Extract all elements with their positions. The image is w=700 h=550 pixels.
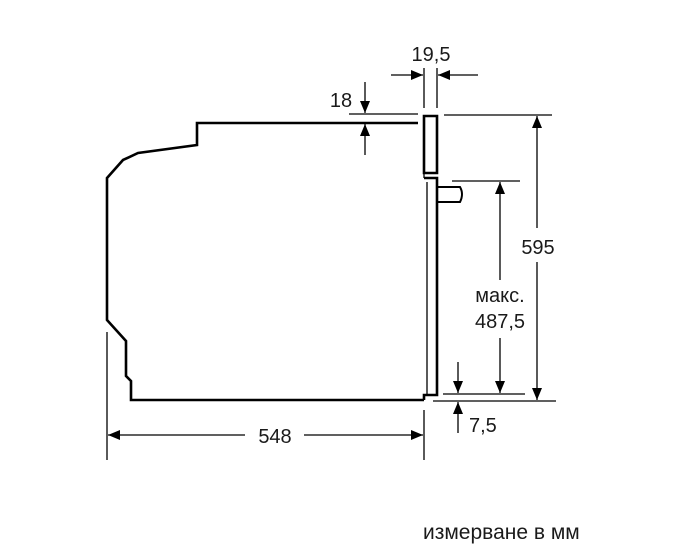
dim-19-5-label: 19,5	[412, 44, 451, 66]
dim-18-label: 18	[330, 90, 352, 112]
door-handle	[437, 186, 463, 203]
dim-487-label: 487,5	[475, 311, 525, 333]
dim-487-prefix: макс.	[475, 285, 524, 307]
dim-595-label: 595	[521, 237, 554, 259]
front-lower-door	[422, 176, 439, 400]
dim-548-label: 548	[258, 426, 291, 448]
units-note: измерване в мм	[423, 521, 580, 544]
dim-7-5-label: 7,5	[469, 415, 497, 437]
front-upper-panel	[422, 114, 439, 175]
oven-body-outline	[105, 121, 424, 402]
